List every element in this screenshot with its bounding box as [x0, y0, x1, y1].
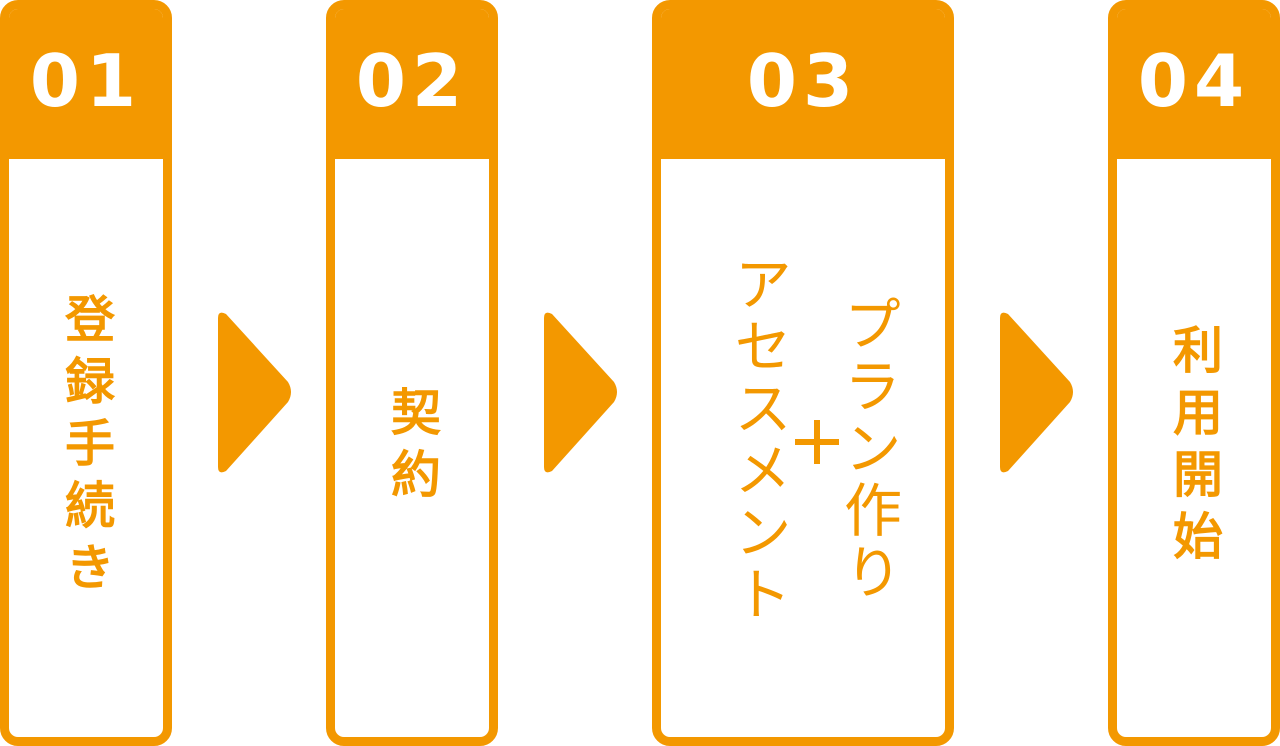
step-04-header: 04 [1117, 9, 1271, 159]
step-03-label-line1: プラン作り [834, 294, 902, 604]
step-03-header: 03 [661, 9, 945, 159]
step-02-number: 02 [355, 39, 469, 123]
step-03-body: プラン作り アセスメント [661, 159, 945, 737]
step-02-label: 契約 [383, 386, 441, 510]
step-04-label: 利用開始 [1165, 324, 1223, 572]
step-02-header: 02 [335, 9, 489, 159]
step-01-label: 登録手続き [57, 293, 115, 603]
step-03-label-line2: アセスメント [724, 254, 792, 626]
step-03-card: 03 プラン作り アセスメント [652, 0, 954, 746]
step-04-card: 04 利用開始 [1108, 0, 1280, 746]
step-01-number: 01 [29, 39, 143, 123]
step-04-number: 04 [1137, 39, 1251, 123]
step-01-header: 01 [9, 9, 163, 159]
arrow-3-icon [1000, 312, 1073, 473]
step-01-body: 登録手続き [9, 159, 163, 737]
step-02-card: 02 契約 [326, 0, 498, 746]
arrow-1-icon [218, 312, 291, 473]
step-04-body: 利用開始 [1117, 159, 1271, 737]
step-02-body: 契約 [335, 159, 489, 737]
step-03-number: 03 [746, 39, 860, 123]
arrow-2-icon [544, 312, 617, 473]
plus-icon [795, 420, 839, 464]
step-01-card: 01 登録手続き [0, 0, 172, 746]
